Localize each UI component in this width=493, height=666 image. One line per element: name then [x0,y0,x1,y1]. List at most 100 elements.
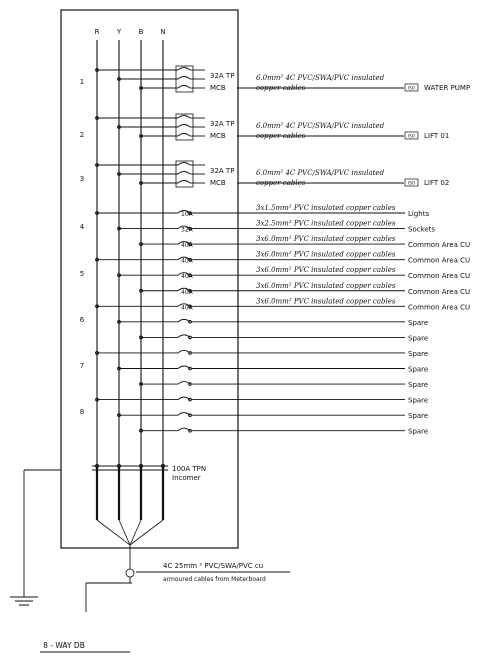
sp-circuit: 40A 3x6.0mm² PVC insulated copper cablesC… [139,282,470,296]
bus-tap-dot [117,319,121,324]
phase-label-y: Y [116,28,122,36]
isolator-tag: ISO [408,86,415,91]
spare-way: Spare [117,318,428,327]
breaker-terminal [188,397,192,402]
cable-spec-line2: copper cables [256,84,306,92]
breaker-contact [177,162,191,166]
bus-tap-dot [117,125,121,129]
cable-spec: 6.0mm² 4C PVC/SWA/PVC insulated [256,122,385,130]
breaker-rating: 40A [181,258,194,265]
bus-tap-dot [95,257,99,262]
load-name: Common Area CU [408,272,470,280]
bus-tap-dot [95,351,99,355]
breaker-contact [177,67,191,71]
mcb-type: MCB [210,132,226,140]
load-name: Spare [408,350,428,358]
sp-circuit: 32A 3x2.5mm² PVC insulated copper cablesS… [117,220,435,234]
bus-tap-dot [95,211,99,215]
mcb-type: MCB [210,179,226,187]
db-enclosure [60,9,239,549]
cable-gland [125,568,135,578]
load-name: LIFT 01 [424,132,449,140]
cable-spec-line2: copper cables [256,132,306,140]
load-name: Common Area CU [408,241,470,249]
breaker-contact [177,334,191,338]
bus-tap-dot [95,397,99,402]
cable-spec: 3x6.0mm² PVC insulated copper cables [256,297,396,305]
bus-tap-dot [117,413,121,418]
breaker-rating: 40A [181,304,194,311]
mcb-rating: 32A TP [210,72,234,80]
tp-mcb-circuit: 32A TP MCB 6.0mm² 4C PVC/SWA/PVC insulated… [95,160,449,188]
load-name: Spare [408,428,428,436]
supply-core [129,519,164,546]
way-number-2: 2 [80,131,84,139]
way-number-8: 8 [80,408,84,416]
mcb-rating: 32A TP [210,120,234,128]
bus-tap-dot [95,116,99,120]
breaker-contact [177,381,191,385]
load-name: Spare [408,412,428,420]
breaker-contact [177,427,191,432]
bus-tap-dot [117,172,121,176]
load-name: LIFT 02 [424,179,449,187]
load-name: Spare [408,334,428,342]
load-name: Sockets [408,226,435,234]
load-name: Common Area CU [408,288,470,296]
way-number-4: 4 [80,223,85,231]
mcb-type: MCB [210,84,226,92]
bus-tap-dot [139,86,143,90]
bus-tap-dot [139,335,143,340]
mcb-bracket [175,65,194,93]
spare-way: Spare [117,412,428,420]
breaker-contact [177,115,191,119]
breaker-contact [177,124,191,128]
cable-spec: 3x6.0mm² PVC insulated copper cables [256,251,396,259]
board-title: 8 - WAY DB [43,641,85,650]
cable-spec: 6.0mm² 4C PVC/SWA/PVC insulated [256,169,385,177]
cable-spec: 3x6.0mm² PVC insulated copper cables [256,282,396,290]
load-name: Lights [408,210,429,218]
spare-way: Spare [139,381,428,389]
bus-tap-dot [139,242,143,247]
supply-core [118,519,131,546]
isolator-box [404,178,419,187]
isolator-box [404,83,419,92]
phase-label-b: B [139,28,144,36]
breaker-contact [177,76,191,80]
bus-tap-dot [139,181,143,185]
breaker-contact [177,180,191,184]
breaker-rating: 32A [181,227,194,234]
bus-tap-dot [95,68,99,72]
mcb-bracket [175,160,194,188]
cable-spec: 3x6.0mm² PVC insulated copper cables [256,266,396,274]
breaker-contact [177,318,191,323]
isolator-tag: ISO [408,134,415,139]
tp-mcb-circuit: 32A TP MCB 6.0mm² 4C PVC/SWA/PVC insulated… [95,113,449,141]
supply-core [96,519,131,546]
cable-spec: 3x6.0mm² PVC insulated copper cables [256,235,396,243]
breaker-contact [177,85,191,89]
mcb-rating: 32A TP [210,167,234,175]
breaker-contact [177,133,191,137]
breaker-terminal [188,413,192,417]
spare-way: Spare [139,427,428,436]
cable-spec: 3x2.5mm² PVC insulated copper cables [256,220,396,228]
way-number-5: 5 [80,270,84,278]
bus-tap-dot [95,163,99,167]
spare-way: Spare [95,350,428,358]
breaker-rating: 40A [181,242,194,249]
bus-tap-dot [139,288,143,293]
phase-label-r: R [95,28,100,36]
breaker-contact [177,412,191,416]
breaker-contact [177,171,191,175]
incomer-rating: 100A TPN [172,465,206,473]
way-number-6: 6 [80,316,85,324]
breaker-rating: 40A [181,289,194,296]
way-number-3: 3 [80,175,84,183]
